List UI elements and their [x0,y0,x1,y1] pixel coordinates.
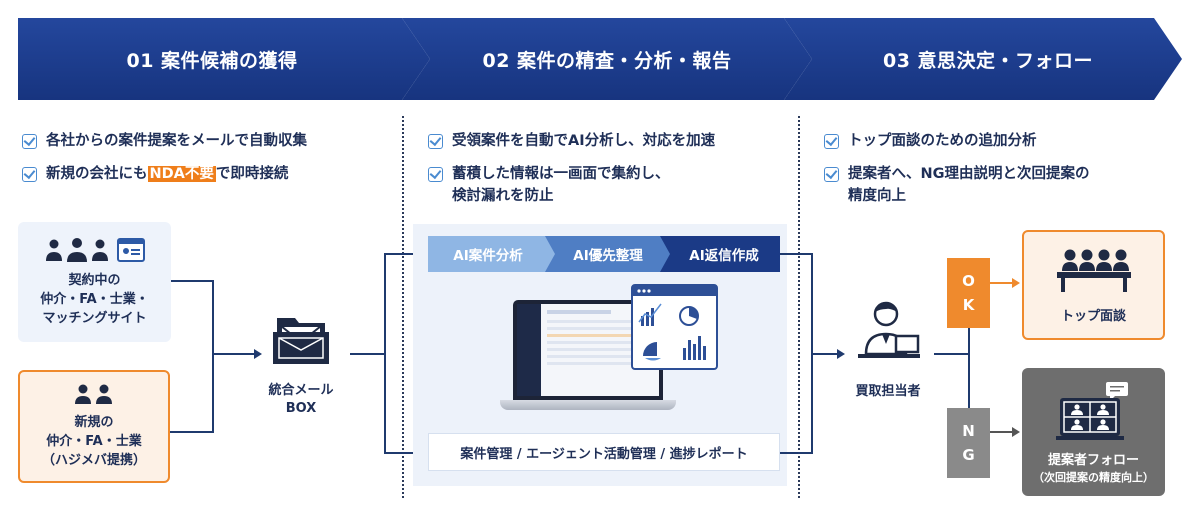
connector-line [384,452,420,454]
phase-3-bullets: トップ面談のための追加分析 提案者へ、NG理由説明と次回提案の精度向上 [824,130,1194,218]
arrow-head [837,349,845,359]
checkbox-icon [824,167,839,182]
arrow-head [254,349,262,359]
bullet-item: 受領案件を自動でAI分析し、対応を加速 [428,130,798,152]
connector-line [212,280,214,433]
follow-subtitle: （次回提案の精度向上） [1033,471,1154,484]
bullet-text: 各社からの案件提案をメールで自動収集 [46,133,307,149]
meeting-icon [1056,249,1131,292]
analytics-dashboard-icon [631,284,718,370]
checkbox-icon [428,134,443,149]
checkbox-icon [22,167,37,182]
laptop-base [500,400,676,410]
connector-line [170,431,213,433]
arrow-head [1012,278,1020,288]
connector-line [968,328,970,408]
bullet-item: トップ面談のための追加分析 [824,130,1194,152]
phase-2-title: 02 案件の精査・分析・報告 [482,49,732,72]
new-partners-box: 新規の 仲介・FA・士業 （ハジメバ提携） [18,370,170,483]
column-separator [402,116,404,498]
connector-line [384,253,386,453]
ai-step-analysis: AI案件分析 [428,236,556,272]
arrow-head [1012,427,1020,437]
connector-line [990,282,1014,284]
bullet-text: 提案者へ、NG理由説明と次回提案の精度向上 [848,166,1090,204]
connector-line [780,253,812,255]
buyer-label: 買取担当者 [855,384,921,399]
connector-line [212,353,254,355]
people-icon [75,384,112,404]
checkbox-icon [22,134,37,149]
connector-line [384,253,420,255]
bullet-item: 提案者へ、NG理由説明と次回提案の精度向上 [824,163,1194,207]
phase-2-header: 02 案件の精査・分析・報告 [402,18,812,100]
proposer-follow-box: 提案者フォロー （次回提案の精度向上） [1022,368,1165,496]
video-call-icon [1055,382,1128,440]
phase-3-title: 03 意思決定・フォロー [882,49,1094,72]
buyer-person: 買取担当者 [842,298,934,399]
connector-line [171,280,213,282]
management-bar: 案件管理 / エージェント活動管理 / 進捗レポート [428,433,780,471]
people-icon [45,237,145,262]
people-icon-group [74,383,114,405]
mailbox-icon [273,318,329,364]
top-meeting-box: トップ面談 [1022,230,1165,340]
checkbox-icon [824,134,839,149]
connector-line [934,353,970,355]
checkbox-icon [428,167,443,182]
top-meeting-label: トップ面談 [1060,308,1126,324]
mailbox-label: BOX [285,401,317,416]
phase-3-header: 03 意思決定・フォロー [784,18,1182,100]
column-separator [798,116,800,498]
integrated-mailbox: 統合メール BOX [262,310,340,418]
connector-line [811,353,841,355]
connector-line [990,431,1014,433]
ai-step-prioritize: AI優先整理 [545,236,671,272]
bullet-item: 蓄積した情報は一画面で集約し、検討漏れを防止 [428,163,798,207]
bullet-text: トップ面談のための追加分析 [848,133,1037,149]
ai-step-reply: AI返信作成 [660,236,780,272]
bullet-text: 蓄積した情報は一画面で集約し、検討漏れを防止 [452,166,670,204]
phase-1-header: 01 案件候補の獲得 [18,18,430,100]
phase-1-title: 01 案件候補の獲得 [126,49,298,72]
phase-2-bullets: 受領案件を自動でAI分析し、対応を加速 蓄積した情報は一画面で集約し、検討漏れを… [428,130,798,218]
connector-line [350,353,385,355]
follow-title: 提案者フォロー [1047,453,1139,468]
bullet-text: 受領案件を自動でAI分析し、対応を加速 [452,133,716,149]
people-icon-group [45,237,145,263]
person-at-desk-icon [858,301,920,358]
contracted-partners-box: 契約中の 仲介・FA・士業・ マッチングサイト [18,222,171,342]
nda-highlight: NDA不要 [147,166,216,182]
connector-line [780,452,812,454]
mailbox-label: 統合メール [268,383,334,398]
bullet-item: 各社からの案件提案をメールで自動収集 [22,130,392,152]
